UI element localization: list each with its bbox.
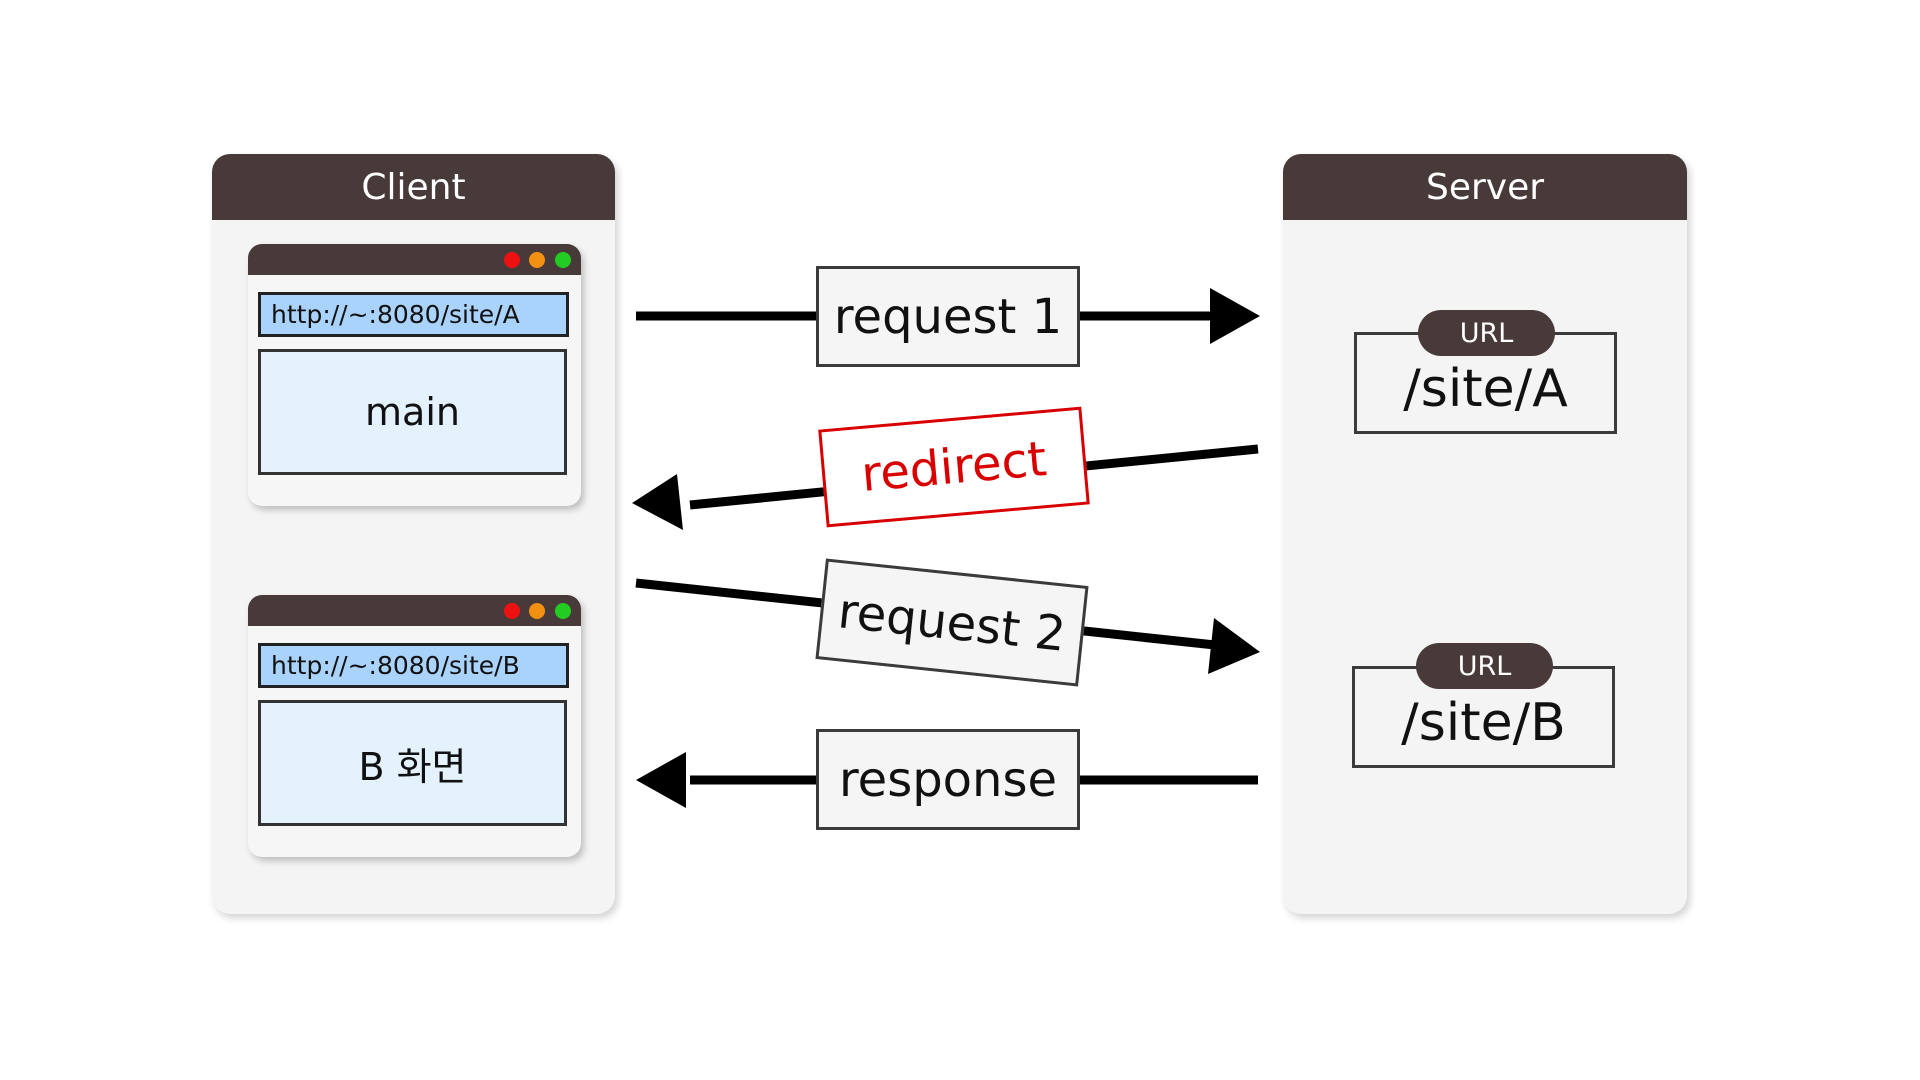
browser-window-b: http://~:8080/site/B B 화면 <box>248 595 581 857</box>
route-path-a: /site/A <box>1403 359 1568 419</box>
address-bar-b: http://~:8080/site/B <box>258 643 569 688</box>
url-badge-a: URL <box>1418 310 1555 356</box>
client-panel: Client http://~:8080/site/A main http://… <box>212 154 615 914</box>
close-dot-icon <box>504 252 520 268</box>
window-titlebar <box>248 244 581 275</box>
maximize-dot-icon <box>555 252 571 268</box>
route-path-b: /site/B <box>1401 693 1566 753</box>
page-content-b: B 화면 <box>258 700 567 826</box>
browser-window-a: http://~:8080/site/A main <box>248 244 581 506</box>
close-dot-icon <box>504 603 520 619</box>
page-content-a: main <box>258 349 567 475</box>
client-title: Client <box>212 154 615 220</box>
request1-label: request 1 <box>816 266 1080 367</box>
request1-arrowhead <box>1210 288 1260 344</box>
request2-arrowhead <box>1208 618 1260 674</box>
maximize-dot-icon <box>555 603 571 619</box>
server-title: Server <box>1283 154 1687 220</box>
address-bar-a: http://~:8080/site/A <box>258 292 569 337</box>
minimize-dot-icon <box>529 603 545 619</box>
server-panel: Server <box>1283 154 1687 914</box>
minimize-dot-icon <box>529 252 545 268</box>
response-arrowhead <box>636 752 686 808</box>
redirect-arrowhead <box>632 474 683 530</box>
window-titlebar <box>248 595 581 626</box>
response-label: response <box>816 729 1080 830</box>
url-badge-b: URL <box>1416 643 1553 689</box>
